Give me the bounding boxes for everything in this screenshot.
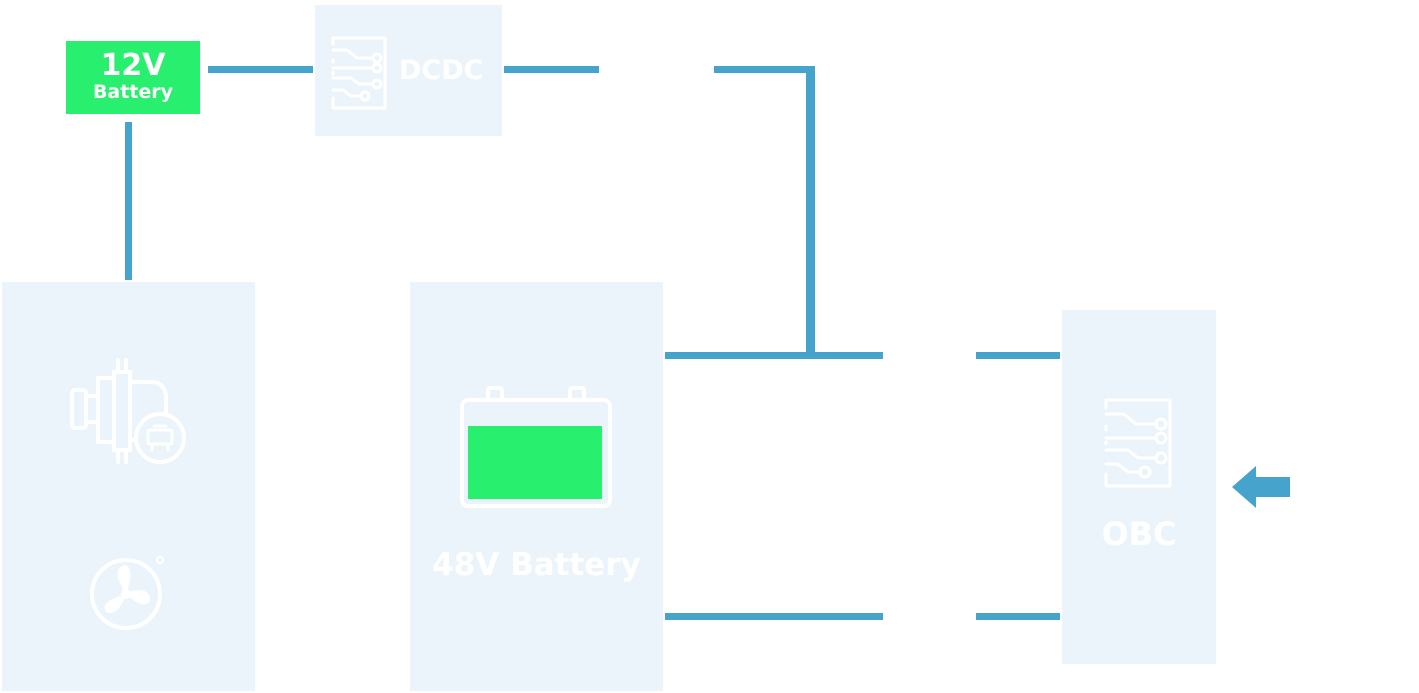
- battery-12v-box: 12V Battery: [66, 41, 200, 114]
- battery-48v-label: 48V Battery: [432, 547, 641, 583]
- battery-icon: [460, 386, 612, 508]
- wire-dcdc-out-a: [504, 66, 599, 73]
- obc-label: OBC: [1101, 515, 1177, 553]
- battery-charge-fill: [468, 426, 602, 499]
- arrow-left-icon: [1232, 466, 1290, 508]
- battery-12v-voltage: 12V: [100, 48, 166, 83]
- wire-48v-top-b: [976, 352, 1060, 359]
- circuit-chip-icon: [1104, 398, 1172, 488]
- wire-12v-to-motor: [125, 122, 132, 280]
- obc-box: OBC: [1062, 310, 1216, 664]
- circuit-chip-icon: [331, 36, 387, 110]
- dcdc-box: DCDC: [315, 5, 502, 136]
- wire-dcdc-vertical: [806, 66, 815, 358]
- battery-12v-label: Battery: [92, 81, 174, 103]
- wire-dcdc-out-b: [714, 66, 815, 73]
- alternator-motor-icon: [70, 358, 186, 464]
- fan-icon: [90, 556, 164, 630]
- wire-12v-to-dcdc: [208, 66, 313, 73]
- battery-48v-box: 48V Battery: [410, 282, 663, 691]
- wire-48v-bottom-a: [665, 613, 883, 620]
- wire-48v-top-a: [665, 352, 883, 359]
- dcdc-label: DCDC: [399, 55, 484, 86]
- motor-module-box: [2, 282, 255, 691]
- wire-48v-bottom-b: [976, 613, 1060, 620]
